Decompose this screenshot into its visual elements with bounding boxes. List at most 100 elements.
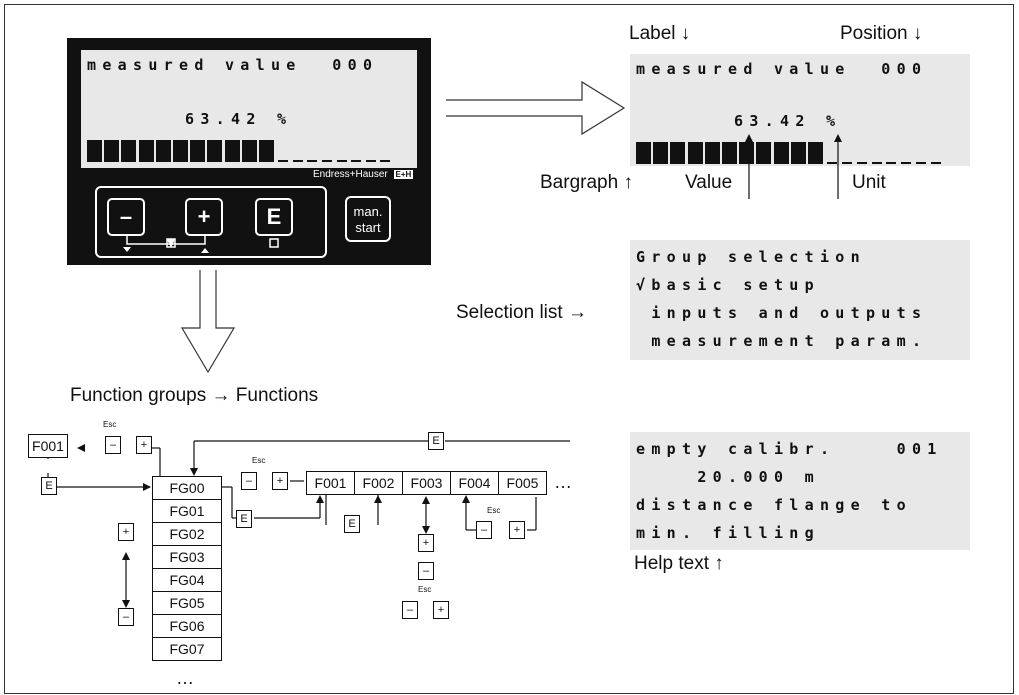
bargraph-segment (259, 140, 274, 162)
value-caption: Value (685, 172, 733, 193)
help-line-3: distance flange to (636, 496, 912, 514)
plus-key[interactable]: + (185, 198, 223, 236)
bargraph-segment (224, 140, 240, 162)
function-group-fg00[interactable]: FG00 (152, 476, 222, 500)
enter-key-2[interactable]: E (236, 510, 252, 528)
esc-label-1: Esc (103, 420, 117, 429)
enter-key-3[interactable]: E (344, 515, 360, 533)
function-group-fg07[interactable]: FG07 (152, 637, 222, 661)
function-f003[interactable]: F003 (402, 471, 451, 495)
function-f001[interactable]: F001 (306, 471, 355, 495)
brand-logo: E+H (393, 170, 414, 179)
keypad-frame (95, 186, 327, 258)
bargraph-segment (756, 142, 772, 164)
function-f005[interactable]: F005 (498, 471, 547, 495)
bargraph-segment (653, 142, 669, 164)
bargraph-empty-segment (351, 160, 362, 162)
bargraph-segment (241, 140, 257, 162)
esc-label-2: Esc (252, 456, 266, 465)
bargraph-empty-segment (292, 160, 303, 162)
function-group-fg01[interactable]: FG01 (152, 499, 222, 523)
keypad-symbols (123, 236, 279, 253)
bargraph-segment (704, 142, 720, 164)
esc-label-4: Esc (487, 506, 501, 515)
selection-line-4: measurement param. (636, 332, 928, 350)
function-group-fg06[interactable]: FG06 (152, 614, 222, 638)
help-text-caption: Help text ↑ (634, 553, 724, 574)
bargraph-caption: Bargraph ↑ (540, 172, 633, 193)
bargraph-empty-segment (916, 162, 926, 164)
selection-line-2: √basic setup (636, 276, 820, 294)
plus-key-5[interactable]: + (509, 521, 525, 539)
annotated-lcd: measured value 000 63.42 % (630, 54, 970, 166)
bargraph-segment (138, 140, 154, 162)
minus-key-3[interactable]: – (418, 562, 434, 580)
annotated-line-2: 63.42 % (734, 112, 842, 130)
enter-key-1[interactable]: E (41, 477, 57, 495)
help-line-2: 20.000 m (636, 468, 820, 486)
annotated-line-1: measured value 000 (636, 60, 928, 78)
function-group-fg05[interactable]: FG05 (152, 591, 222, 615)
bargraph-segment (207, 140, 223, 162)
minus-key-5[interactable]: – (476, 521, 492, 539)
minus-key-2[interactable]: – (241, 472, 257, 490)
selection-list-caption: Selection list → (456, 302, 587, 323)
plus-key-3[interactable]: + (418, 534, 434, 552)
function-f002[interactable]: F002 (354, 471, 403, 495)
function-groups-caption: Function groups → Functions (70, 385, 319, 406)
plus-key-2[interactable]: + (272, 472, 288, 490)
start-function-box[interactable]: F001 (28, 434, 68, 458)
function-group-fg02[interactable]: FG02 (152, 522, 222, 546)
minus-key-1[interactable]: – (105, 436, 121, 454)
function-group-fg04[interactable]: FG04 (152, 568, 222, 592)
bargraph-segment (155, 140, 171, 162)
bargraph-segment (773, 142, 789, 164)
bargraph-segment (687, 142, 703, 164)
enter-key-top[interactable]: E (428, 432, 444, 450)
bargraph-empty-segment (842, 162, 852, 164)
position-caption: Position ↓ (840, 23, 923, 44)
enter-key[interactable]: E (255, 198, 293, 236)
bargraph-empty-segment (930, 162, 941, 164)
lcd-line-1: measured value 000 (87, 56, 379, 74)
label-caption: Label ↓ (629, 23, 691, 44)
bargraph-empty-segment (336, 160, 347, 162)
functions-more: … (554, 472, 572, 492)
device-lcd: measured value 000 63.42 % (81, 50, 417, 168)
minus-key[interactable]: – (107, 198, 145, 236)
device-front-panel: measured value 000 63.42 % Endress+Hause… (67, 38, 431, 265)
bargraph-empty-segment (365, 160, 376, 162)
device-bargraph (87, 140, 413, 164)
minus-key-6[interactable]: – (118, 608, 134, 626)
function-f004[interactable]: F004 (450, 471, 499, 495)
annotated-bargraph (636, 142, 966, 166)
plus-key-6[interactable]: + (118, 523, 134, 541)
bargraph-empty-segment (380, 160, 391, 162)
selection-line-3: inputs and outputs (636, 304, 928, 322)
bargraph-segment (104, 140, 120, 162)
plus-key-4[interactable]: + (433, 601, 449, 619)
unit-caption: Unit (852, 172, 886, 193)
help-line-4: min. filling (636, 524, 820, 542)
help-line-1: empty calibr. 001 (636, 440, 943, 458)
minus-key-4[interactable]: – (402, 601, 418, 619)
bargraph-segment (173, 140, 188, 162)
bargraph-empty-segment (901, 162, 912, 164)
selection-line-1: Group selection (636, 248, 866, 266)
groups-more: … (176, 668, 194, 688)
bargraph-empty-segment (886, 162, 897, 164)
bargraph-segment (790, 142, 806, 164)
bargraph-segment (87, 140, 102, 162)
plus-key-1[interactable]: + (136, 436, 152, 454)
bargraph-segment (121, 140, 137, 162)
function-group-fg03[interactable]: FG03 (152, 545, 222, 569)
bargraph-segment (722, 142, 737, 164)
esc-label-3: Esc (418, 585, 432, 594)
bargraph-segment (670, 142, 686, 164)
bargraph-segment (808, 142, 823, 164)
help-lcd: empty calibr. 001 20.000 m distance flan… (630, 432, 970, 550)
man-start-key[interactable]: man. start (345, 196, 391, 242)
lcd-line-2: 63.42 % (185, 110, 293, 128)
selection-lcd: Group selection √basic setup inputs and … (630, 240, 970, 360)
